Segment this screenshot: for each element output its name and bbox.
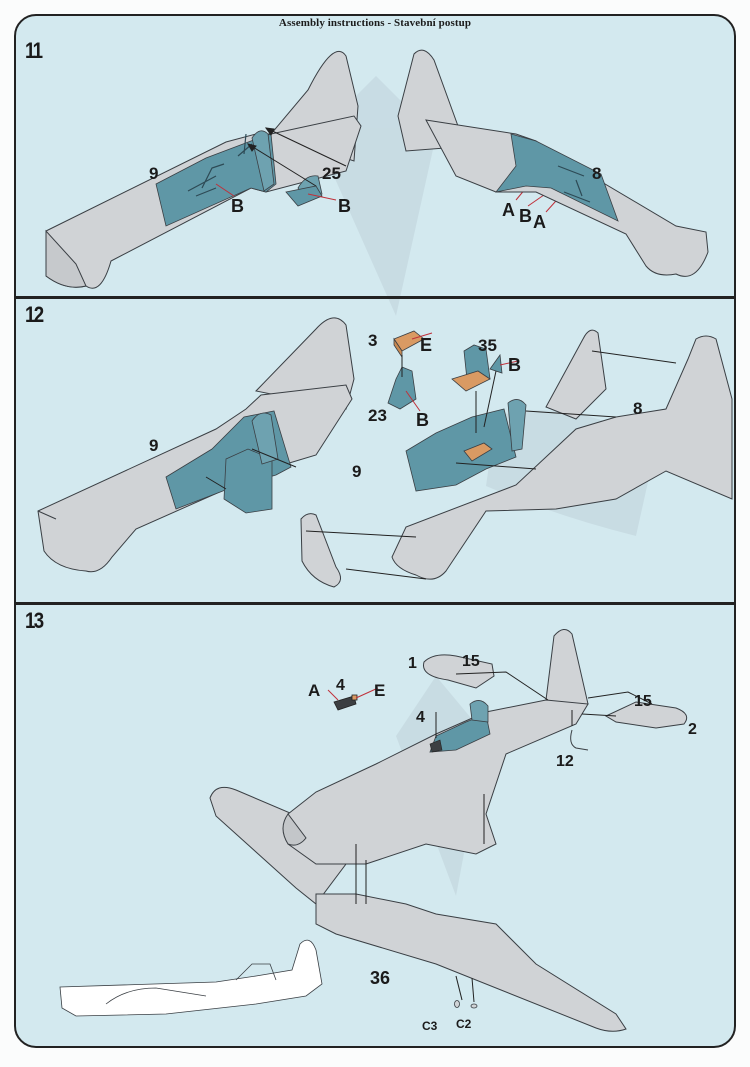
label-part-9: 9 [352, 462, 361, 481]
leader-lines-13 [327, 687, 379, 701]
cockpit-tub-mid [405, 399, 527, 492]
label-light-c2: C2 [456, 1017, 472, 1031]
label-part-9: 9 [149, 164, 158, 183]
assembly-arrows-13 [355, 671, 653, 1003]
label-callout-e: E [420, 335, 432, 355]
label-part-8: 8 [633, 399, 642, 418]
assembly-arrows-11 [246, 127, 347, 187]
cushion-installed [463, 442, 493, 462]
sheet-header: Assembly instructions - Stavební postup [278, 17, 472, 29]
assembly-arrow-12a [205, 448, 297, 490]
gunsight-installed [429, 739, 443, 753]
fuselage-assembled [282, 629, 589, 865]
label-callout-a: A [533, 212, 546, 232]
assembly-arrows-12 [305, 350, 677, 580]
control-linkage-right [557, 165, 591, 203]
step-13-diagram: A 4 E 4 1 15 15 2 12 36 C3 C2 [59, 629, 697, 1033]
instruction-sheet: Assembly instructions - Stavební postup … [14, 14, 736, 1048]
label-part-15: 15 [634, 693, 652, 710]
label-part-23: 23 [368, 406, 387, 425]
armor-part-35 [489, 353, 503, 374]
fuselage-half-right-8 [397, 49, 709, 277]
label-part-12: 12 [556, 753, 574, 770]
label-callout-b: B [416, 410, 429, 430]
label-callout-b: B [231, 196, 244, 216]
label-part-35: 35 [478, 336, 497, 355]
label-part-36: 36 [370, 968, 390, 988]
step-number-11: 11 [25, 38, 43, 63]
cockpit-interior-left [155, 130, 277, 227]
label-part-3: 3 [368, 331, 377, 350]
cockpit-tub-left [165, 410, 292, 514]
label-callout-e: E [374, 681, 385, 700]
seat-assembled [451, 344, 491, 392]
label-light-c3: C3 [422, 1019, 438, 1033]
label-part-9: 9 [149, 436, 158, 455]
navigation-lights [454, 1000, 478, 1009]
label-callout-b: B [338, 196, 351, 216]
leader-lines-12 [405, 332, 519, 412]
divider-step-11-12 [16, 296, 734, 299]
stabilizer-part-1 [423, 654, 495, 689]
label-part-4: 4 [336, 677, 345, 694]
label-callout-a: A [502, 200, 515, 220]
step-11-diagram: 9 B 25 B 8 A B A [45, 49, 709, 289]
label-callout-b: B [508, 355, 521, 375]
label-part-2: 2 [688, 721, 697, 738]
label-part-15: 15 [462, 653, 480, 670]
label-part-8: 8 [592, 164, 601, 183]
stabilizer-part-2 [604, 701, 688, 729]
step-12-diagram: 9 3 E 23 B 35 B 9 8 [37, 317, 733, 588]
control-linkage [187, 133, 253, 197]
label-part-4: 4 [416, 709, 425, 726]
step-number-13: 13 [25, 608, 44, 633]
fuselage-half-right-8 [37, 329, 733, 588]
label-part-1: 1 [408, 655, 417, 672]
cockpit-installed [429, 700, 491, 753]
wing-part-36 [209, 786, 627, 1032]
profile-side-view [59, 939, 323, 1017]
label-part-25: 25 [322, 164, 341, 183]
divider-step-12-13 [16, 602, 734, 605]
gunsight-part-4 [333, 694, 358, 711]
step-number-12: 12 [25, 302, 44, 327]
label-callout-a: A [308, 681, 320, 700]
tailwheel-part-12 [570, 729, 589, 751]
label-callout-b: B [519, 206, 532, 226]
cockpit-interior-right [495, 133, 619, 222]
